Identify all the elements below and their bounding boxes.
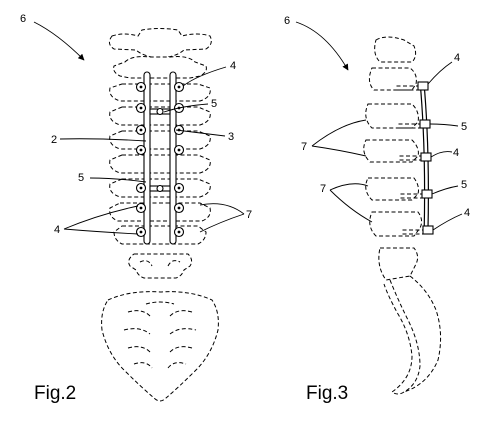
label-4-low-fig2: 4 [54,224,60,236]
vertebra-top [108,28,212,59]
sacral-foramina [123,301,197,369]
figure-3: 6 4 5 7 4 5 7 4 Fig.3 [284,15,470,404]
rod-right-3 [169,71,177,245]
label-4b-fig3: 4 [453,147,459,159]
label-7a-fig3: 7 [301,141,307,153]
label-7-fig2: 7 [246,209,252,221]
label-6-fig2: 6 [20,13,26,25]
label-4a-fig3: 4 [454,52,460,64]
leader-lines-fig2 [59,66,245,235]
leader-lines-fig3 [311,61,463,231]
sacrum-lateral [383,279,421,395]
figure-2: 6 4 5 2 3 5 4 7 Fig.2 [20,13,252,404]
arrow-6-fig3 [295,21,349,71]
label-4c-fig3: 4 [464,207,470,219]
screw-shanks-lateral [396,85,426,235]
rod-left-2 [143,71,151,245]
caption-fig2: Fig.2 [34,383,76,404]
label-7b-fig3: 7 [320,183,326,195]
label-6-fig3: 6 [284,15,290,27]
label-5-top-fig2: 5 [211,98,217,110]
lumbar-vertebrae [109,56,211,245]
label-4-top-fig2: 4 [230,60,236,72]
vertebra-l5 [128,253,193,279]
caption-fig3: Fig.3 [306,383,348,404]
cross-connectors [149,107,171,193]
pedicle-screws [135,81,185,238]
lateral-vertebrae [363,36,423,281]
label-5b-fig3: 5 [461,179,467,191]
label-5a-fig3: 5 [461,121,467,133]
arrow-6-fig2 [33,21,85,61]
screw-heads-lateral [417,81,434,235]
sacrum [101,291,219,402]
label-3-fig2: 3 [228,131,234,143]
label-5-mid-fig2: 5 [78,172,84,184]
label-2-fig2: 2 [51,134,57,146]
